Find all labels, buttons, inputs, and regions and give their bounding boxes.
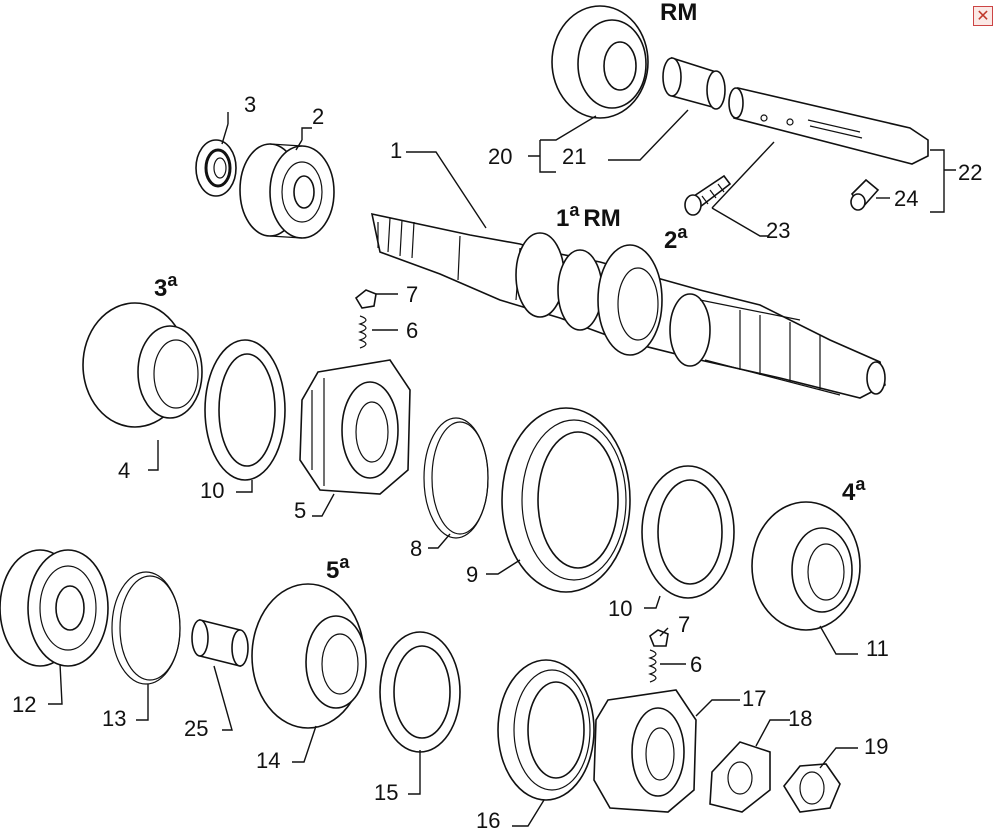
callout-22: 22 — [958, 160, 982, 185]
circlip-8 — [423, 417, 489, 539]
fifth-gear — [251, 583, 367, 729]
bushing-21 — [662, 56, 726, 110]
callout-15: 15 — [374, 780, 398, 805]
synchro-ring-10 — [204, 339, 286, 481]
close-icon: ✕ — [976, 6, 990, 25]
callout-8: 8 — [410, 536, 422, 561]
nut-19 — [783, 763, 841, 813]
oil-seal-3 — [195, 139, 237, 197]
main-shaft — [370, 212, 886, 399]
synchro-ring-15 — [379, 631, 461, 753]
callout-1: 1 — [390, 138, 402, 163]
callout-4: 4 — [118, 458, 130, 483]
callout-9: 9 — [466, 562, 478, 587]
reverse-shaft — [728, 87, 929, 165]
callout-16: 16 — [476, 808, 500, 832]
leader-lines — [48, 109, 956, 827]
detent-spring-6-b — [648, 649, 657, 683]
callout-2: 2 — [312, 104, 324, 129]
synchro-hub-5 — [299, 359, 411, 495]
synchro-hub-17 — [593, 689, 697, 813]
callout-12: 12 — [12, 692, 36, 717]
callout-5: 5 — [294, 498, 306, 523]
bearing-12 — [0, 549, 109, 667]
callout-10-b: 10 — [608, 596, 632, 621]
callout-10: 10 — [200, 478, 224, 503]
detent-ball-7 — [354, 289, 377, 309]
gear-label-3rd: 3a — [154, 270, 178, 302]
callout-17: 17 — [742, 686, 766, 711]
fourth-gear — [751, 501, 861, 631]
circlip-13 — [111, 571, 181, 685]
callout-23: 23 — [766, 218, 790, 243]
close-button[interactable]: ✕ — [973, 6, 993, 26]
gear-label-2nd: 2a — [664, 222, 688, 254]
washer-18 — [709, 741, 771, 813]
gear-label-rm: RM — [660, 0, 697, 26]
synchro-ring-10-b — [641, 465, 735, 599]
callout-7: 7 — [406, 282, 418, 307]
callout-6-b: 6 — [690, 652, 702, 677]
third-gear — [82, 302, 203, 428]
gear-label-5th: 5a — [326, 552, 350, 584]
callout-14: 14 — [256, 748, 280, 773]
callout-3: 3 — [244, 92, 256, 117]
callout-24: 24 — [894, 186, 918, 211]
bearing-2 — [239, 143, 335, 239]
callout-18: 18 — [788, 706, 812, 731]
detent-spring-6 — [358, 315, 367, 349]
callout-21: 21 — [562, 144, 586, 169]
sleeve-16 — [497, 659, 595, 801]
callout-13: 13 — [102, 706, 126, 731]
screw-23 — [684, 174, 732, 216]
callout-11: 11 — [866, 636, 889, 661]
callout-6: 6 — [406, 318, 418, 343]
callout-19: 19 — [864, 734, 888, 759]
reverse-gear — [551, 5, 649, 119]
gear-label-4th: 4a — [842, 474, 866, 506]
sleeve-9 — [501, 407, 631, 593]
callout-20: 20 — [488, 144, 512, 169]
callout-7-b: 7 — [678, 612, 690, 637]
callout-25: 25 — [184, 716, 208, 741]
detent-ball-7-b — [649, 629, 669, 647]
bushing-25 — [191, 618, 249, 668]
pin-24 — [850, 178, 880, 211]
part-numbers: 1 2 3 4 5 6 7 8 9 10 10 11 12 13 25 14 1… — [12, 92, 982, 832]
